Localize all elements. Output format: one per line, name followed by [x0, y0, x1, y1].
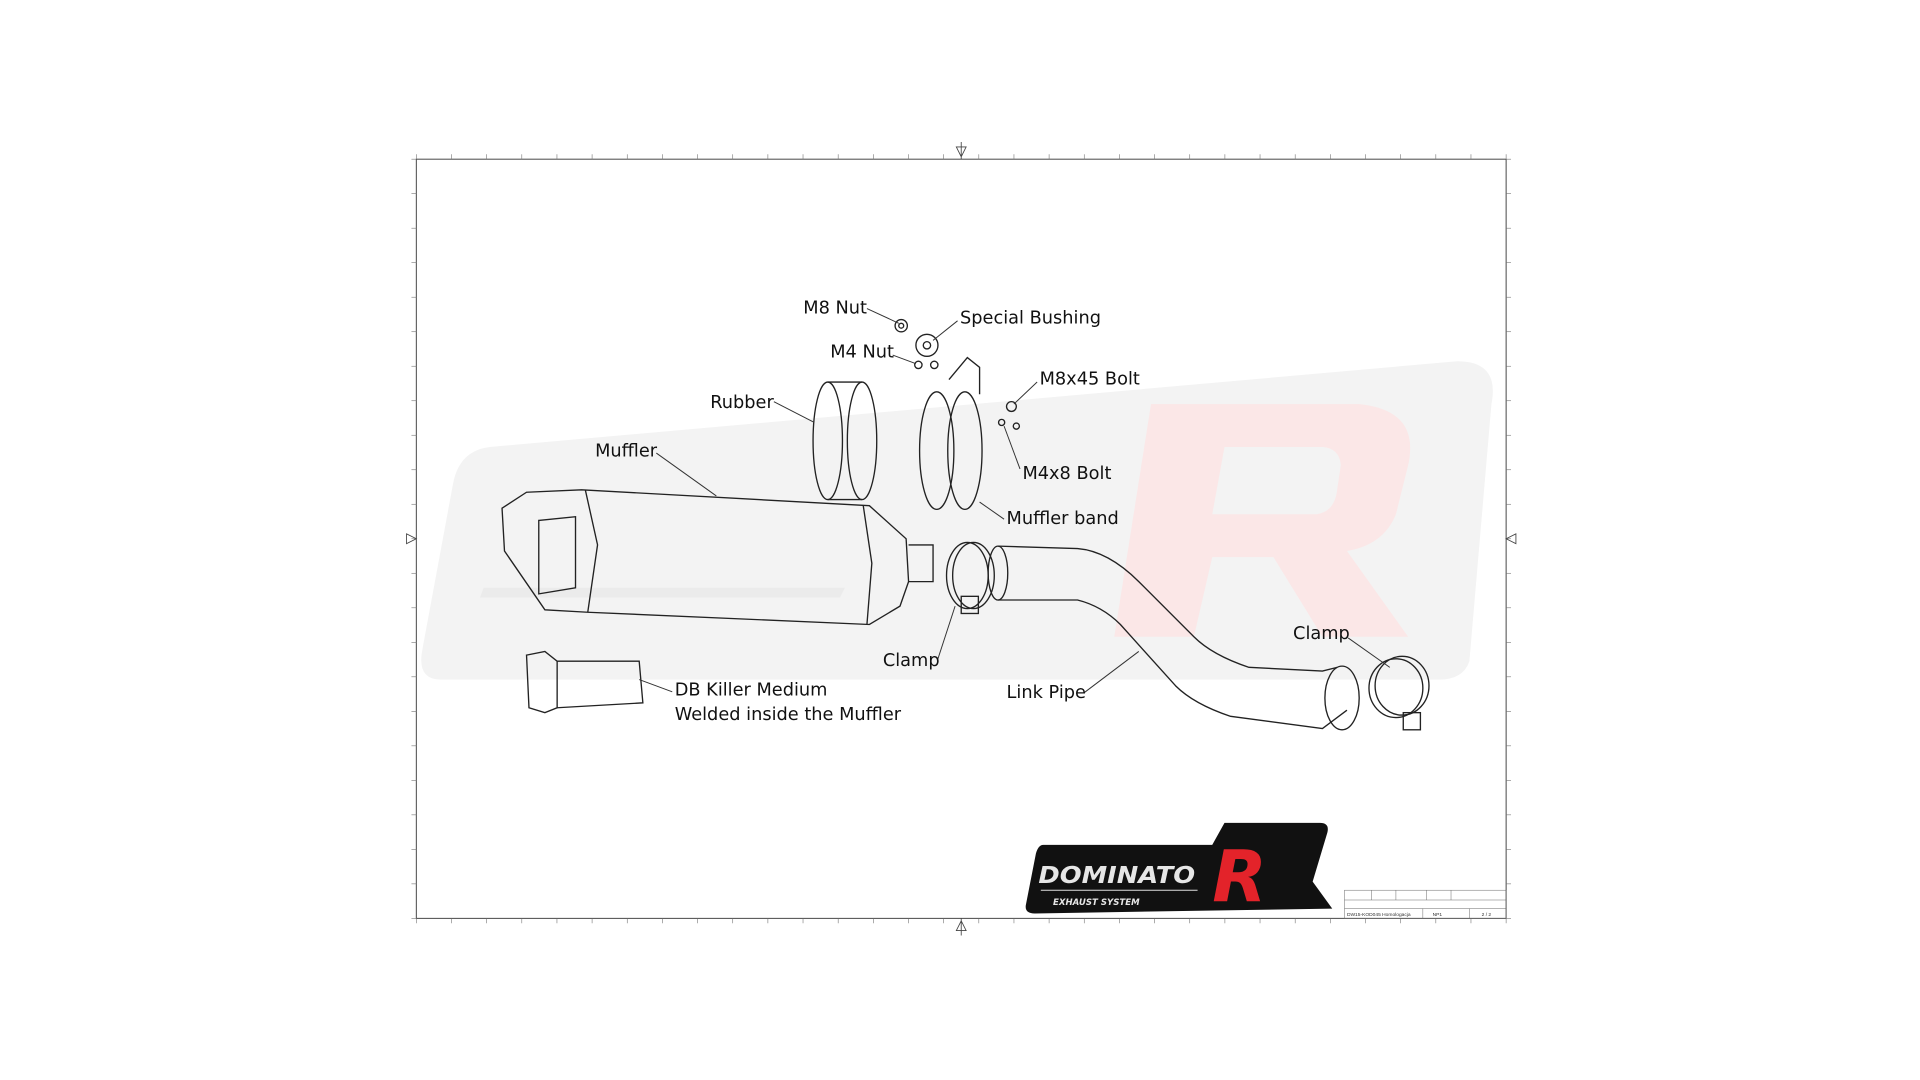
sheet-number: 2 / 2	[1482, 912, 1492, 918]
label-db-killer-note: Welded inside the Muffler	[675, 705, 902, 725]
label-muffler: Muffler	[595, 442, 658, 462]
label-muffler-band: Muffler band	[1007, 509, 1119, 529]
leader-lines	[639, 308, 1391, 694]
dominator-logo: DOMINATO R EXHAUST SYSTEM	[1025, 822, 1333, 918]
label-m4-nut: M4 Nut	[830, 343, 894, 363]
db-killer-part	[525, 650, 644, 714]
label-db-killer: DB Killer Medium	[675, 681, 828, 701]
label-clamp-right: Clamp	[1293, 624, 1350, 644]
label-link-pipe: Link Pipe	[1007, 683, 1086, 703]
muffler-band-part	[918, 356, 983, 511]
link-pipe-part	[987, 545, 1360, 731]
label-clamp-left: Clamp	[883, 651, 940, 671]
logo-tagline: EXHAUST SYSTEM	[1053, 898, 1140, 908]
label-special-bushing: Special Bushing	[960, 308, 1101, 328]
logo-wordmark: DOMINATO	[1038, 862, 1195, 889]
frame-ticks	[411, 154, 1512, 924]
muffler-part	[501, 489, 934, 626]
label-rubber: Rubber	[710, 393, 774, 413]
title-block	[1344, 889, 1507, 919]
rubber-part	[812, 381, 878, 501]
drawing-number: DW15-KOD045 Homologacja	[1347, 912, 1411, 918]
label-m4x8-bolt: M4x8 Bolt	[1022, 464, 1111, 484]
label-m8-nut: M8 Nut	[803, 298, 867, 318]
watermark-logo	[421, 361, 1493, 680]
center-markers	[406, 142, 1517, 936]
revision: NP1	[1433, 912, 1443, 918]
label-m8x45-bolt: M8x45 Bolt	[1040, 369, 1140, 389]
logo-r: R	[1212, 835, 1267, 918]
clamp-right-part	[1368, 655, 1430, 731]
hardware-parts	[894, 318, 1021, 430]
